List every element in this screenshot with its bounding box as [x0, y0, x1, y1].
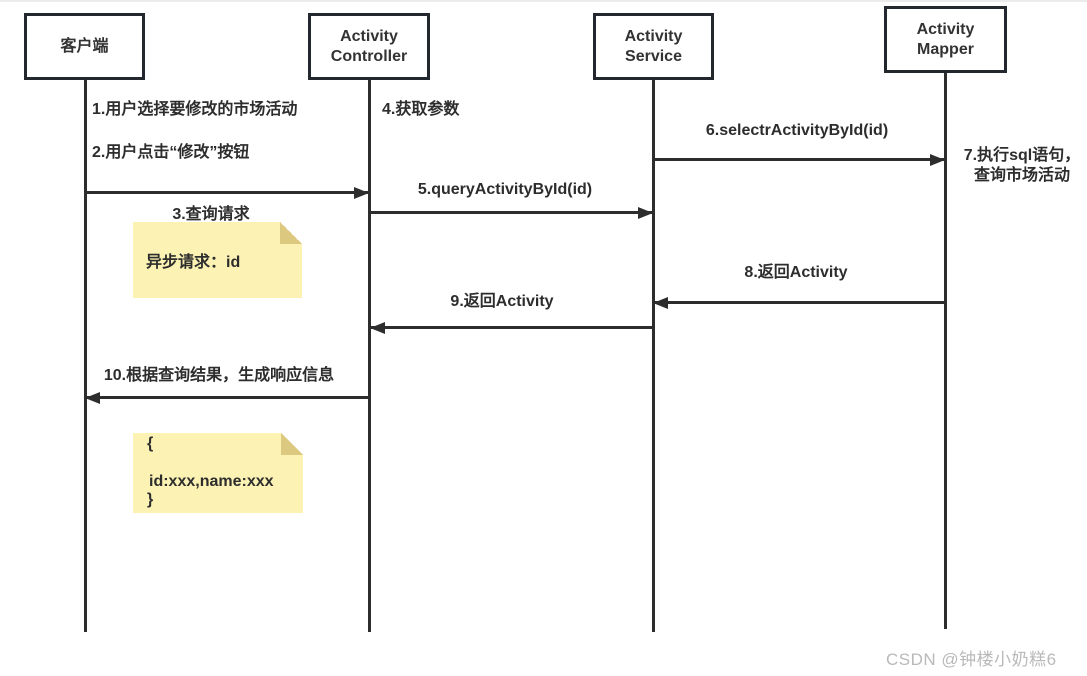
note-text-line-3: }	[147, 491, 154, 508]
arrowhead-right-icon	[930, 153, 945, 166]
note-fold-corner-icon	[281, 433, 303, 455]
actor-label: Activity Controller	[330, 27, 408, 65]
note-text-line-1: {	[147, 435, 154, 452]
note-response-json: { id:xxx,name:xxx }	[133, 433, 303, 513]
note-async-request: 异步请求：id	[133, 222, 302, 298]
message-arrow-6-selectrActivityById	[654, 153, 945, 166]
message-label-8: 8.返回Activity	[744, 264, 848, 281]
lifeline-activity-controller	[368, 80, 371, 632]
arrowhead-right-icon	[638, 206, 653, 219]
actor-label: Activity Mapper	[916, 20, 975, 58]
actor-box-activity-mapper: Activity Mapper	[884, 6, 1007, 73]
actor-label: 客户端	[60, 37, 109, 55]
step-4-text: 4.获取参数	[382, 101, 460, 118]
csdn-watermark: CSDN @钟楼小奶糕6	[886, 650, 1057, 669]
message-label-6: 6.selectrActivityById(id)	[705, 122, 889, 139]
actor-box-activity-service: Activity Service	[593, 13, 714, 80]
arrowhead-right-icon	[354, 186, 369, 199]
note-fold-corner-icon	[280, 222, 302, 244]
step-2-text: 2.用户点击“修改”按钮	[92, 144, 250, 161]
top-divider	[0, 0, 1087, 2]
message-arrow-8-return-activity	[653, 296, 944, 309]
note-text-line-2: id:xxx,name:xxx	[149, 473, 274, 490]
step-7-text: 7.执行sql语句， 查询市场活动	[956, 146, 1087, 186]
arrowhead-left-icon	[653, 296, 668, 309]
actor-box-activity-controller: Activity Controller	[308, 13, 430, 80]
arrowhead-left-icon	[370, 321, 385, 334]
step-1-text: 1.用户选择要修改的市场活动	[92, 101, 298, 118]
lifeline-activity-service	[652, 80, 655, 632]
step-7-line-1: 7.执行sql语句，	[963, 147, 1081, 164]
message-arrow-10-generate-response	[85, 391, 368, 404]
lifeline-activity-mapper	[944, 73, 947, 629]
arrowhead-left-icon	[85, 391, 100, 404]
actor-box-client: 客户端	[24, 13, 145, 80]
lifeline-client	[84, 80, 87, 632]
message-label-9: 9.返回Activity	[450, 293, 554, 310]
message-arrow-9-return-activity	[370, 321, 652, 334]
message-arrow-3-query-request	[86, 186, 369, 199]
message-label-3: 3.查询请求	[172, 206, 250, 223]
message-arrow-5-queryActivityById	[371, 206, 653, 219]
message-label-5: 5.queryActivityById(id)	[417, 181, 593, 198]
step-7-line-2: 查询市场活动	[973, 167, 1070, 184]
actor-label: Activity Service	[624, 27, 683, 65]
message-label-10: 10.根据查询结果，生成响应信息	[103, 367, 335, 384]
note-text: 异步请求：id	[146, 254, 241, 271]
